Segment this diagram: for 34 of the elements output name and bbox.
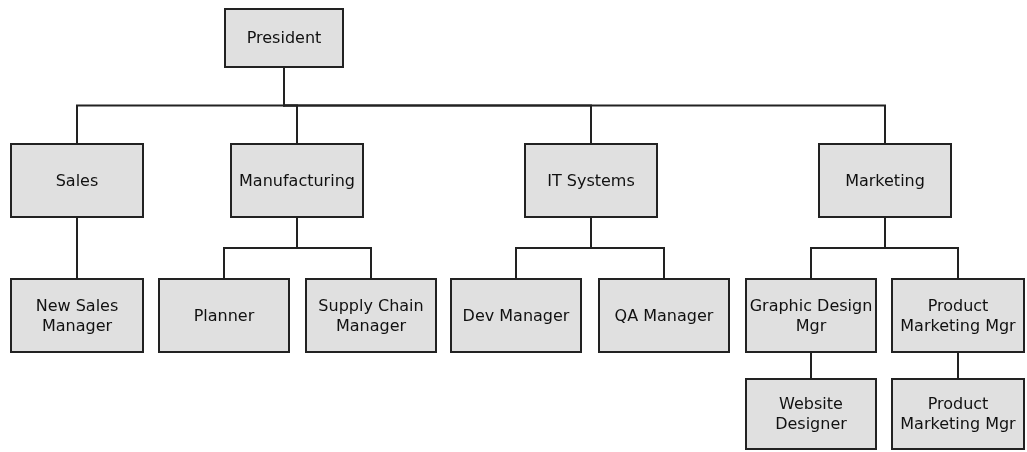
role-title: QA Manager xyxy=(614,305,714,326)
role-title: Manufacturing xyxy=(239,170,355,191)
role-title: New Sales Manager xyxy=(34,295,120,336)
org-box xyxy=(745,278,877,353)
role-title: IT Systems xyxy=(547,170,635,191)
connector-line xyxy=(957,352,959,379)
org-box xyxy=(230,143,364,218)
role-title: Marketing xyxy=(845,170,925,191)
role-title: Product Marketing Mgr xyxy=(899,295,1017,336)
role-title: Planner xyxy=(193,305,255,326)
role-title: President xyxy=(246,28,322,48)
role-title: Product Marketing Mgr xyxy=(899,394,1017,434)
org-box xyxy=(10,143,144,218)
org-box xyxy=(10,278,144,353)
org-box xyxy=(745,378,877,450)
org-box xyxy=(891,278,1025,353)
org-box xyxy=(818,143,952,218)
connector-line xyxy=(590,217,665,279)
role-title: Sales xyxy=(55,170,99,191)
org-box xyxy=(598,278,730,353)
org-box xyxy=(891,378,1025,450)
org-box xyxy=(524,143,658,218)
org-box xyxy=(450,278,582,353)
org-box xyxy=(158,278,290,353)
connector-line xyxy=(296,217,372,279)
role-title: Dev Manager xyxy=(462,305,570,326)
connector-line xyxy=(884,217,959,279)
connector-line xyxy=(76,217,78,279)
connector-line xyxy=(810,352,812,379)
org-box xyxy=(305,278,437,353)
role-title: Graphic Design Mgr xyxy=(749,295,873,336)
role-title: Supply Chain Manager xyxy=(317,295,425,336)
org-box xyxy=(224,8,344,68)
role-title: Website Designer xyxy=(774,394,848,434)
